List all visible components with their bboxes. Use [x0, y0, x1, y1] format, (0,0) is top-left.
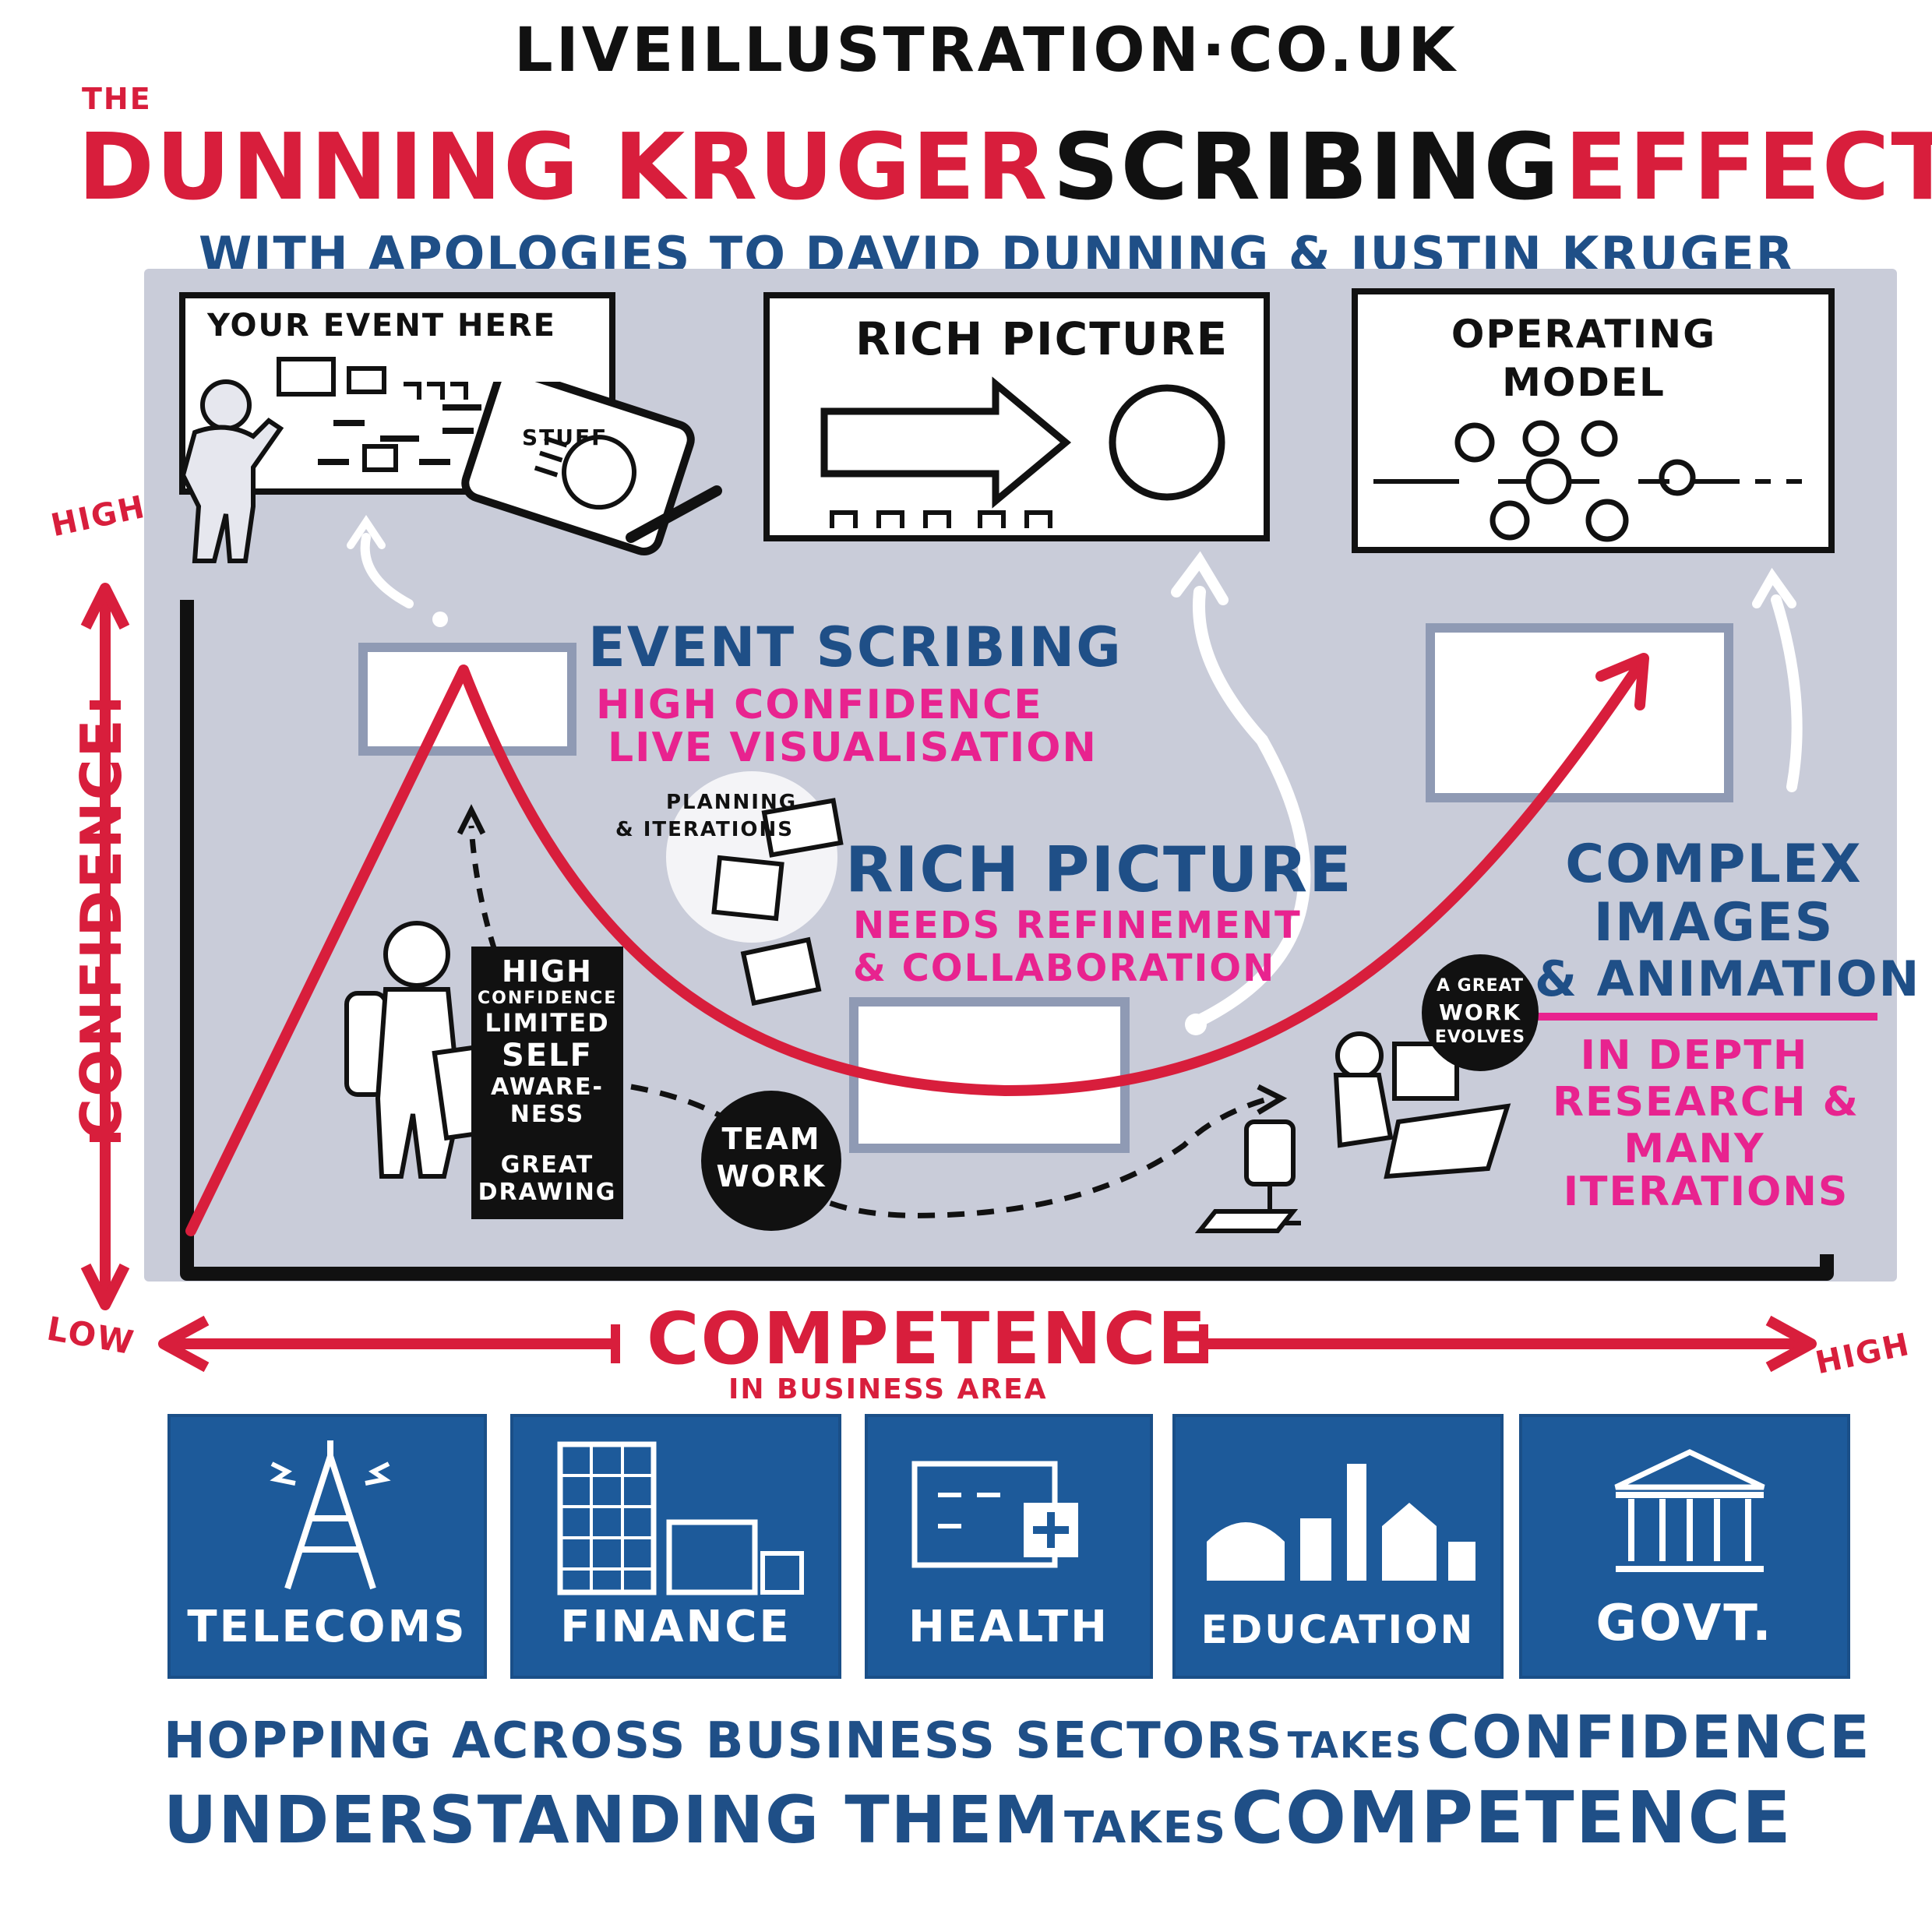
- rich-picture-desc-1: NEEDS REFINEMENT: [853, 904, 1302, 947]
- complex-title-1: COMPLEX: [1565, 834, 1863, 895]
- footer-2c: COMPETENCE: [1231, 1776, 1793, 1860]
- whiteboard-sketch: [277, 357, 481, 472]
- sector-label: EDUCATION: [1200, 1607, 1475, 1652]
- rich-picture-frame: RICH PICTURE: [763, 292, 1270, 541]
- sector-health: HEALTH: [865, 1414, 1153, 1679]
- footer-2a: UNDERSTANDING THEM: [164, 1782, 1060, 1858]
- complex-title-3: & ANIMATION: [1535, 950, 1921, 1007]
- sector-telecoms: TELECOMS: [167, 1414, 487, 1679]
- evolves-bubble: A GREAT WORK EVOLVES: [1422, 954, 1539, 1071]
- telecom-tower-icon: [270, 1440, 391, 1590]
- y-axis-label: CONFIDENCE: [69, 717, 134, 1140]
- complex-desc-4: ITERATIONS: [1563, 1169, 1849, 1215]
- tablet-drawing: [461, 382, 722, 555]
- title-part-scribing: SCRIBING: [1052, 113, 1561, 220]
- event-scribing-title: EVENT SCRIBING: [588, 615, 1123, 679]
- event-scribing-desc-1: HIGH CONFIDENCE: [596, 682, 1043, 728]
- evolves-3: EVOLVES: [1434, 1028, 1526, 1047]
- rich-picture-sketch: [820, 376, 1225, 528]
- teamwork-bubble: TEAM WORK: [701, 1091, 841, 1231]
- title-part-effect: EFFECT: [1564, 113, 1932, 220]
- x-axis-sublabel: IN BUSINESS AREA: [728, 1373, 1048, 1405]
- complex-placeholder-box: [1426, 623, 1733, 802]
- footer-1b: TAKES: [1287, 1724, 1423, 1766]
- planning-note-2: & ITERATIONS: [615, 818, 795, 841]
- complex-desc-1: IN DEPTH: [1580, 1032, 1809, 1079]
- rich-picture-desc-2: & COLLABORATION: [853, 947, 1276, 990]
- footer-2b: TAKES: [1064, 1803, 1228, 1853]
- event-placeholder-box: [358, 643, 576, 756]
- trait-5: AWARE-: [491, 1074, 604, 1101]
- x-axis-label: COMPETENCE: [647, 1297, 1208, 1380]
- footer-line-2: UNDERSTANDING THEM TAKES COMPETENCE: [164, 1776, 1793, 1860]
- sector-govt: GOVT.: [1519, 1414, 1850, 1679]
- trait-6: NESS: [509, 1101, 585, 1128]
- hospital-icon: [911, 1461, 1078, 1568]
- desk-worker: [1194, 1031, 1511, 1233]
- great-drawing-box: GREAT DRAWING: [471, 1145, 623, 1219]
- great-drawing-1: GREAT: [500, 1151, 594, 1179]
- complex-desc-3: MANY: [1624, 1126, 1765, 1172]
- title-part-dunning-kruger: DUNNING KRUGER: [78, 113, 1049, 220]
- rich-picture-title: RICH PICTURE: [845, 834, 1353, 906]
- footer-1c: CONFIDENCE: [1426, 1702, 1871, 1772]
- complex-desc-2: RESEARCH &: [1553, 1079, 1860, 1126]
- sector-label: FINANCE: [560, 1602, 791, 1652]
- trait-1: HIGH: [502, 954, 593, 989]
- sector-label: TELECOMS: [187, 1602, 467, 1652]
- operating-model-frame: OPERATING MODEL: [1352, 288, 1835, 553]
- tablet-note: STUFF: [522, 425, 608, 450]
- teamwork-1: TEAM: [721, 1122, 821, 1156]
- trait-4: SELF: [502, 1038, 593, 1074]
- teamwork-2: WORK: [716, 1159, 827, 1193]
- sector-education: EDUCATION: [1172, 1414, 1504, 1679]
- sector-label: HEALTH: [908, 1602, 1109, 1652]
- great-drawing-2: DRAWING: [478, 1179, 617, 1206]
- event-frame-title: YOUR EVENT HERE: [207, 308, 556, 344]
- title-prefix: THE: [82, 82, 152, 116]
- page-title: DUNNING KRUGER SCRIBING EFFECT: [78, 113, 1932, 220]
- evolves-2: WORK: [1439, 999, 1521, 1025]
- event-scribing-desc-2: LIVE VISUALISATION: [608, 724, 1098, 771]
- government-building-icon: [1614, 1449, 1765, 1572]
- traits-box: HIGH CONFIDENCE LIMITED SELF AWARE- NESS: [471, 947, 623, 1157]
- operating-model-frame-title: OPERATING MODEL: [1451, 312, 1717, 405]
- planning-note-1: PLANNING: [666, 791, 798, 814]
- operating-model-sketch: [1373, 420, 1802, 542]
- trait-2: CONFIDENCE: [478, 989, 618, 1008]
- office-buildings-icon: [557, 1441, 804, 1595]
- complex-title-2: IMAGES: [1593, 892, 1835, 954]
- evolves-1: A GREAT: [1436, 976, 1525, 996]
- skyline-icon: [1207, 1464, 1475, 1581]
- trait-3: LIMITED: [485, 1008, 610, 1038]
- site-url: LIVEILLUSTRATION·CO.UK: [514, 16, 1458, 86]
- footer-line-1: HOPPING ACROSS BUSINESS SECTORS TAKES CO…: [164, 1702, 1871, 1772]
- sector-label: GOVT.: [1595, 1595, 1774, 1652]
- footer-1a: HOPPING ACROSS BUSINESS SECTORS: [164, 1712, 1284, 1770]
- rich-picture-frame-title: RICH PICTURE: [855, 312, 1229, 365]
- presenter-figure: [180, 379, 284, 563]
- sector-finance: FINANCE: [510, 1414, 841, 1679]
